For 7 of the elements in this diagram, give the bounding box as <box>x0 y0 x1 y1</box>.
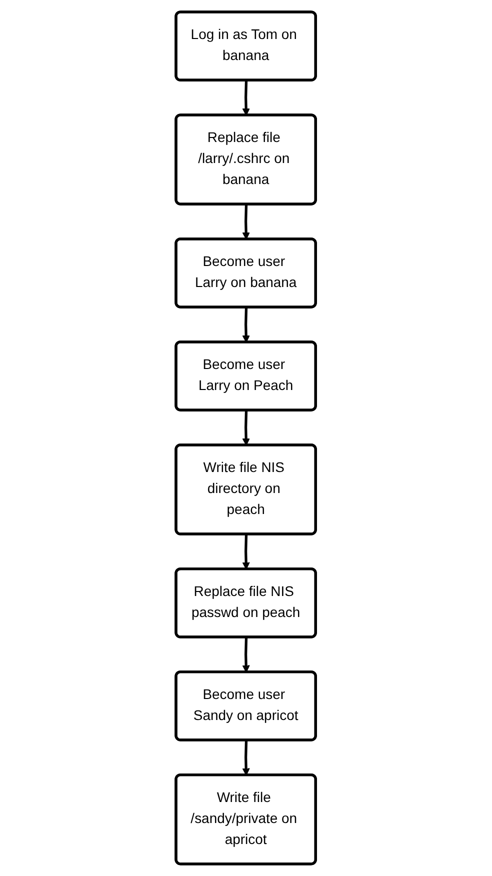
arrow <box>242 204 250 240</box>
arrow <box>242 740 250 776</box>
arrow <box>242 534 250 570</box>
arrow <box>242 410 250 446</box>
arrow <box>242 307 250 343</box>
arrow <box>242 80 250 116</box>
arrow <box>242 637 250 673</box>
